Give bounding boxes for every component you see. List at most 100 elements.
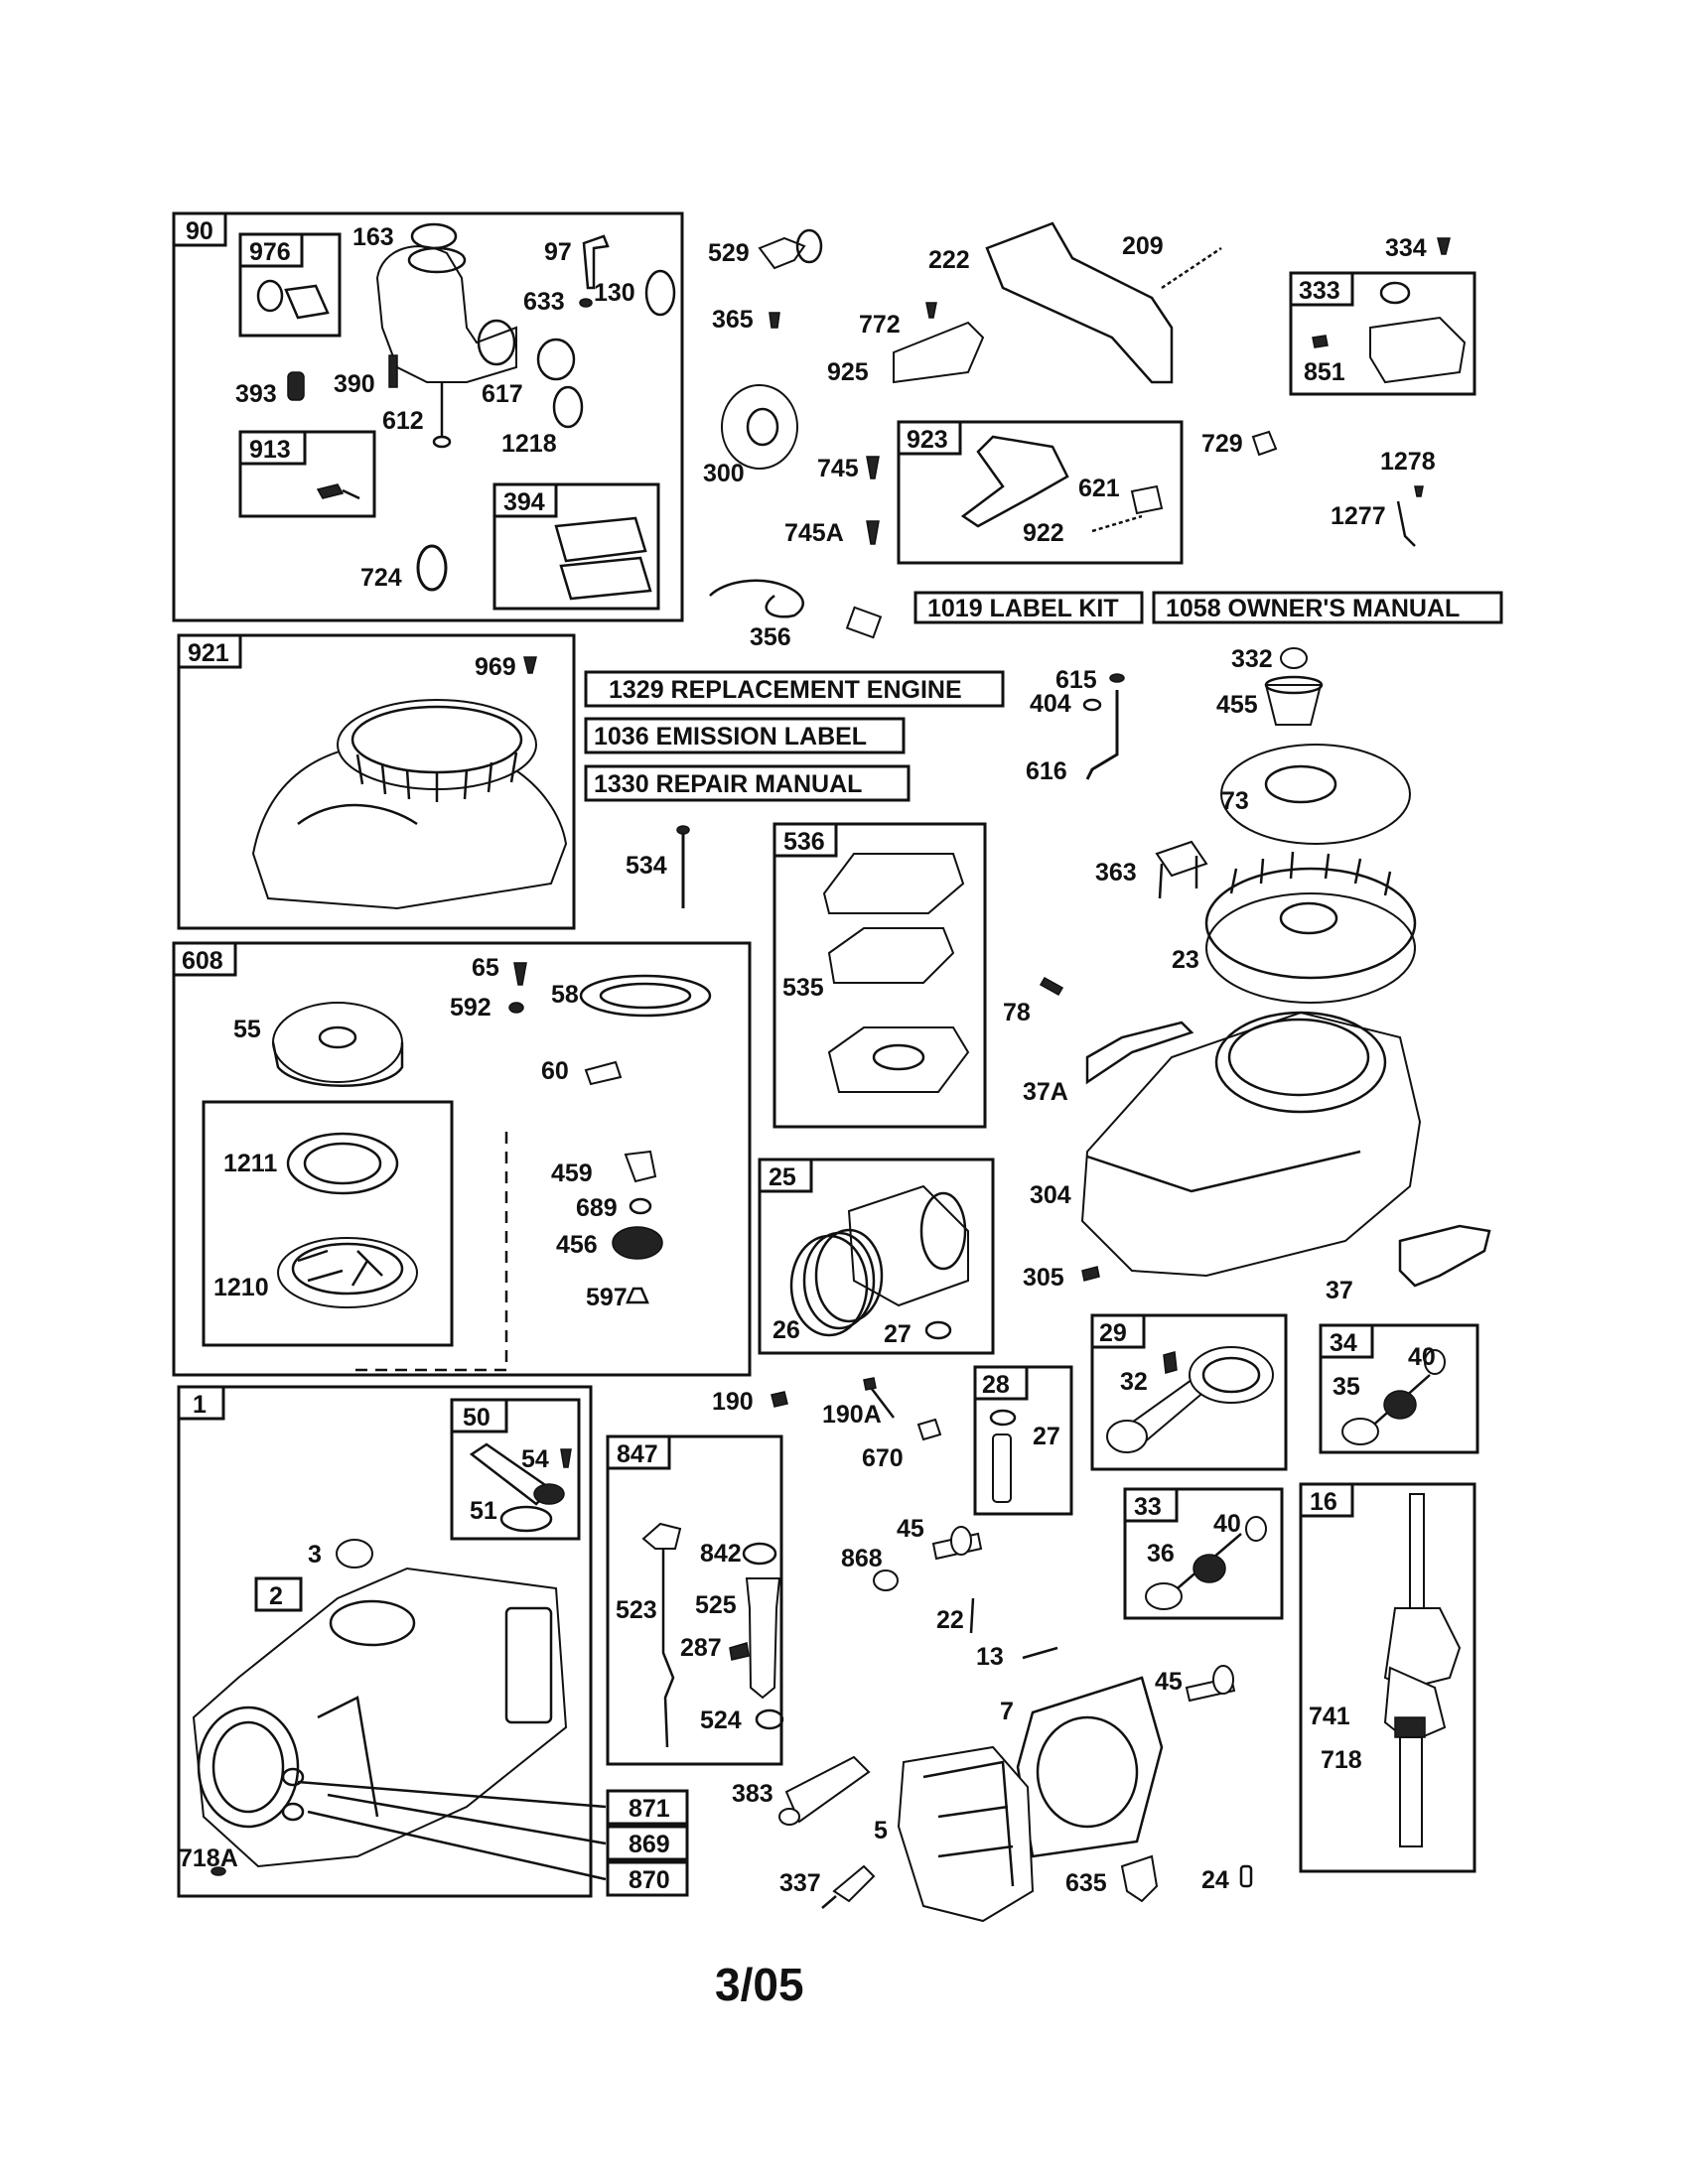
part-1211: 1211 (223, 1150, 277, 1177)
group-29-rod: 29 32 (1090, 1313, 1288, 1471)
part-60: 60 (541, 1057, 569, 1085)
part-32: 32 (1120, 1368, 1148, 1396)
part-304: 304 (1030, 1181, 1071, 1209)
group-913-label: 913 (249, 436, 291, 464)
group-847-label: 847 (617, 1440, 658, 1468)
part-922: 922 (1023, 519, 1064, 547)
group-90-label: 90 (186, 217, 213, 245)
group-536-air-filter: 536 535 (772, 822, 987, 1129)
part-745: 745 (817, 455, 859, 482)
group-2-label: 2 (269, 1582, 283, 1610)
group-847-dipstick: 847 523 842 525 287 524 (606, 1434, 784, 1766)
part-190: 190 (712, 1388, 754, 1416)
part-529: 529 (708, 239, 750, 267)
part-383: 383 (732, 1780, 773, 1808)
group-871-label: 871 (629, 1795, 670, 1823)
part-455: 455 (1216, 691, 1258, 719)
part-287: 287 (680, 1634, 722, 1662)
part-45: 45 (897, 1515, 924, 1543)
group-1-block: 1 50 54 51 3 2 718A (177, 1385, 607, 1898)
group-976-label: 976 (249, 238, 291, 266)
part-3: 3 (308, 1541, 322, 1569)
group-921-label: 921 (188, 639, 229, 667)
part-612: 612 (382, 407, 424, 435)
wire-356 (709, 579, 804, 618)
part-459: 459 (551, 1160, 593, 1187)
group-394-label: 394 (503, 488, 545, 516)
part-305: 305 (1023, 1264, 1064, 1292)
date-code: 3/05 (715, 1959, 804, 2010)
group-923: 923 621 922 (897, 420, 1184, 565)
part-868: 868 (841, 1545, 883, 1572)
group-923-label: 923 (907, 426, 948, 454)
part-456: 456 (556, 1231, 598, 1259)
part-670: 670 (862, 1444, 904, 1472)
part-58: 58 (551, 981, 579, 1009)
part-332: 332 (1231, 645, 1273, 673)
owners-manual-box: 1058 OWNER'S MANUAL (1166, 595, 1460, 622)
part-597: 597 (586, 1284, 628, 1311)
cover-925 (893, 321, 985, 384)
part-523: 523 (616, 1596, 657, 1624)
flywheel-assembly: 615 404 616 332 455 73 363 23 (1026, 645, 1417, 1004)
part-718a: 718A (179, 1844, 238, 1872)
part-617: 617 (482, 380, 523, 408)
group-25-label: 25 (769, 1163, 796, 1191)
group-33-valve: 33 40 36 (1123, 1487, 1284, 1620)
part-97: 97 (544, 238, 572, 266)
group-90-carburetor: 90 976 163 97 633 130 393 390 612 617 12… (172, 211, 684, 622)
replacement-engine-box: 1329 REPLACEMENT ENGINE (609, 676, 962, 704)
part-26: 26 (772, 1316, 800, 1344)
part-745a: 745A (784, 519, 844, 547)
control-bracket (985, 221, 1174, 384)
part-393: 393 (235, 380, 277, 408)
part-37: 37 (1326, 1277, 1353, 1304)
part-534: 534 (626, 852, 667, 880)
part-390: 390 (334, 370, 375, 398)
part-1218: 1218 (501, 430, 557, 458)
part-37a: 37A (1023, 1078, 1068, 1106)
part-51: 51 (470, 1497, 497, 1525)
carburetor-body (375, 245, 517, 383)
part-772: 772 (859, 311, 901, 339)
group-29-label: 29 (1099, 1319, 1127, 1347)
group-28-pin: 28 27 (973, 1365, 1073, 1516)
part-163: 163 (352, 223, 394, 251)
part-40: 40 (1408, 1343, 1436, 1371)
group-16-crankshaft: 16 741 718 (1299, 1482, 1476, 1873)
part-24: 24 (1201, 1866, 1229, 1894)
part-7: 7 (1000, 1698, 1014, 1725)
emission-label-box: 1036 EMISSION LABEL (594, 723, 867, 751)
repair-manual-box: 1330 REPAIR MANUAL (594, 770, 862, 798)
part-27b: 27 (1033, 1423, 1060, 1450)
part-45b: 45 (1155, 1668, 1183, 1696)
part-1277: 1277 (1331, 502, 1386, 530)
part-615: 615 (1055, 666, 1097, 694)
part-525: 525 (695, 1591, 737, 1619)
group-28-label: 28 (982, 1371, 1010, 1399)
part-1210: 1210 (213, 1274, 269, 1301)
part-22: 22 (936, 1606, 964, 1634)
part-23: 23 (1172, 946, 1199, 974)
part-621: 621 (1078, 475, 1120, 502)
group-1-label: 1 (193, 1391, 207, 1419)
part-65: 65 (472, 954, 499, 982)
seal-boxes: 871 869 870 (606, 1789, 689, 1897)
part-729: 729 (1201, 430, 1243, 458)
part-300: 300 (703, 460, 745, 487)
group-333: 333 851 (1289, 271, 1476, 396)
part-851: 851 (1304, 358, 1345, 386)
blower-housing-304: 304 305 37 (1023, 1011, 1491, 1304)
part-535: 535 (782, 974, 824, 1002)
part-363: 363 (1095, 859, 1137, 887)
part-78: 78 (1003, 999, 1031, 1026)
part-969: 969 (475, 653, 516, 681)
group-34-label: 34 (1330, 1329, 1357, 1357)
part-741: 741 (1309, 1703, 1350, 1730)
label-kit-box: 1019 LABEL KIT (927, 595, 1119, 622)
part-334: 334 (1385, 234, 1427, 262)
part-36: 36 (1147, 1540, 1175, 1568)
group-25-piston: 25 26 27 (758, 1158, 995, 1355)
part-356: 356 (750, 623, 791, 651)
